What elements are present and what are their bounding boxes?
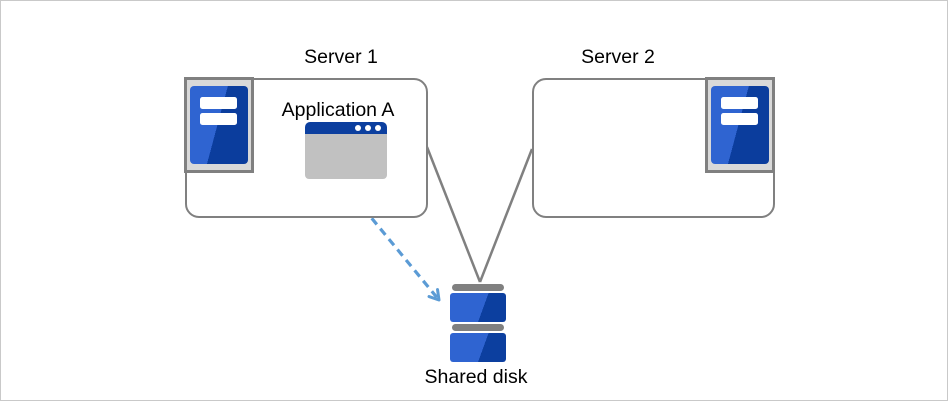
disk-cap bbox=[452, 284, 504, 291]
server-drive-slot bbox=[721, 113, 758, 125]
window-dot-icon bbox=[375, 125, 381, 131]
disk-platter bbox=[450, 293, 506, 322]
disk-platter bbox=[450, 333, 506, 362]
disk-cap bbox=[452, 324, 504, 331]
server-drive-slot bbox=[200, 113, 237, 125]
window-dot-icon bbox=[365, 125, 371, 131]
server2-server-icon bbox=[705, 77, 775, 173]
shared-disk-icon bbox=[450, 284, 506, 362]
server-tower-icon bbox=[711, 86, 769, 164]
connector-server1-disk bbox=[425, 146, 482, 283]
server-tower-icon bbox=[190, 86, 248, 164]
server-drive-slot bbox=[200, 97, 237, 109]
connector-server2-disk bbox=[478, 148, 534, 283]
window-dot-icon bbox=[355, 125, 361, 131]
server1-label: Server 1 bbox=[304, 46, 378, 68]
window-titlebar bbox=[305, 122, 387, 134]
application-label: Application A bbox=[281, 99, 395, 121]
window-body bbox=[305, 134, 387, 179]
server2-label: Server 2 bbox=[581, 46, 655, 68]
shared-disk-label: Shared disk bbox=[424, 366, 528, 388]
application-window-icon bbox=[305, 122, 387, 179]
server1-server-icon bbox=[184, 77, 254, 173]
server-drive-slot bbox=[721, 97, 758, 109]
